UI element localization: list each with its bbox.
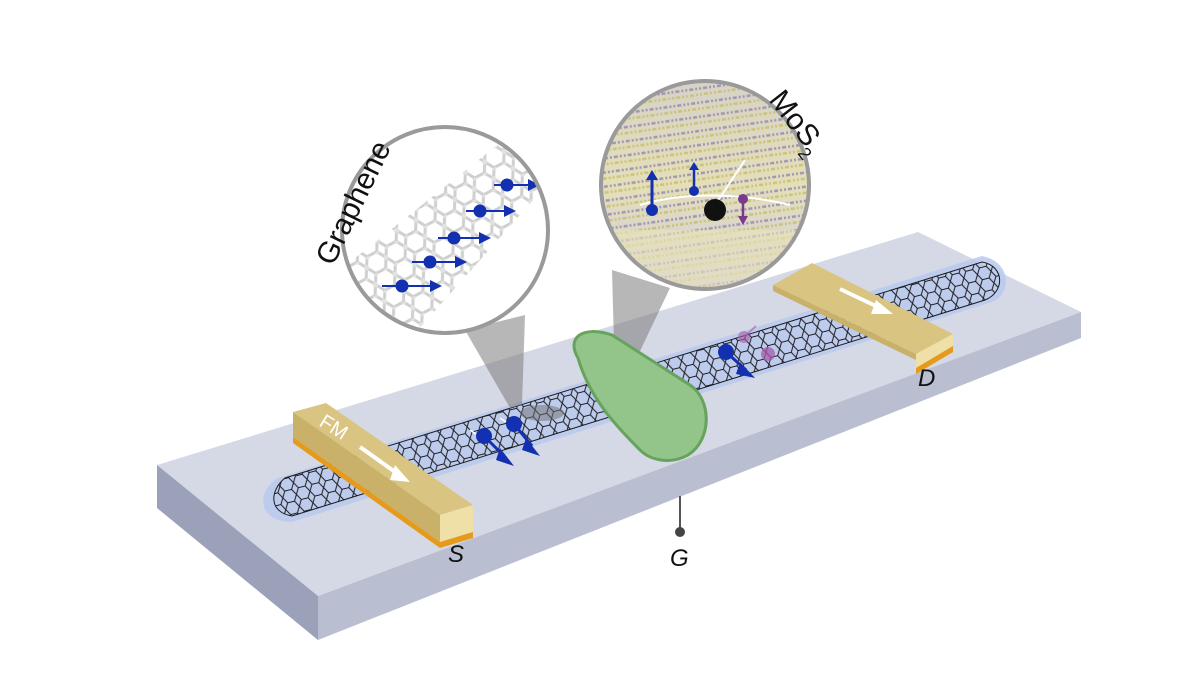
gate-label: G <box>670 545 689 572</box>
spin-up-icon <box>646 170 658 216</box>
spin-up-icon <box>506 416 540 456</box>
magnetization-arrow-icon <box>358 445 400 476</box>
mos2-scatterer <box>704 199 726 221</box>
spin-up-icon <box>689 162 699 196</box>
mos2-flake <box>572 330 708 462</box>
source-electrode: FM <box>293 403 473 548</box>
gate-terminal <box>675 496 685 537</box>
spin-down-icon <box>738 325 775 361</box>
mos2-inset: MoS 2 <box>599 79 826 291</box>
channel-spins-source <box>469 416 540 466</box>
substrate-front-face <box>318 312 1081 640</box>
graphene-inset: Graphene <box>310 125 550 335</box>
spin-up-icon <box>476 428 514 466</box>
inset-spin-row <box>382 178 540 293</box>
graphene-callout-cone <box>465 315 525 408</box>
substrate-side-face <box>157 465 318 640</box>
channel-spins-drain <box>718 325 775 378</box>
drain-label: D <box>918 365 935 392</box>
spin-down-icon <box>738 194 748 225</box>
drain-electrode <box>773 263 953 374</box>
magnetization-arrow-icon <box>839 287 881 310</box>
source-label: S <box>448 541 464 568</box>
spin-up-icon <box>718 344 755 378</box>
